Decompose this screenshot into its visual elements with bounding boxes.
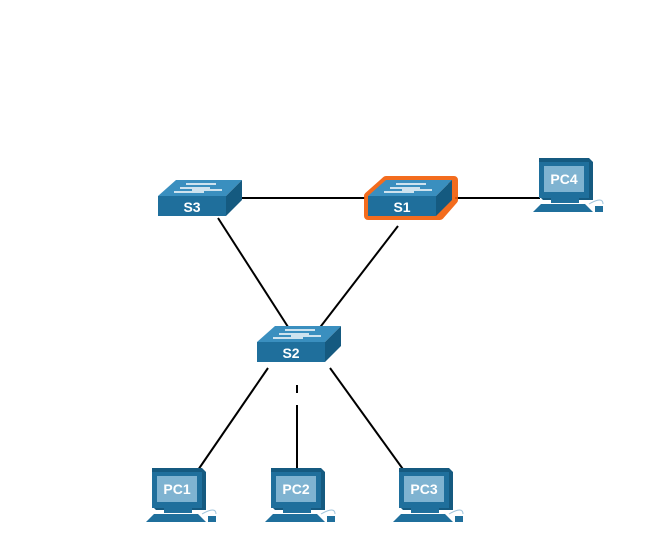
monitor-stand bbox=[411, 508, 439, 513]
mouse-icon bbox=[595, 206, 603, 212]
switch-label: S2 bbox=[282, 345, 299, 361]
keyboard-icon bbox=[265, 514, 325, 522]
monitor-screen bbox=[157, 476, 197, 502]
mouse-cable bbox=[588, 199, 604, 205]
monitor-stand bbox=[164, 508, 192, 513]
link-s1-s2 bbox=[317, 225, 399, 331]
monitor-stand bbox=[551, 198, 579, 203]
switch-arrows-icon bbox=[174, 183, 222, 193]
switch-side bbox=[325, 326, 341, 362]
link-s2-pc3 bbox=[329, 367, 406, 473]
monitor-screen bbox=[404, 476, 444, 502]
switch-front bbox=[257, 342, 325, 362]
monitor-screen bbox=[276, 476, 316, 502]
switch-s1[interactable]: S1 bbox=[364, 176, 458, 220]
mouse-cable bbox=[201, 509, 217, 515]
switch-arrows-icon bbox=[273, 329, 321, 339]
switch-arrows-icon bbox=[384, 183, 432, 193]
pc-label: PC1 bbox=[163, 481, 190, 497]
monitor-screen bbox=[544, 166, 584, 192]
pc-pc3[interactable]: PC3 bbox=[393, 468, 464, 522]
monitor-stand bbox=[283, 508, 311, 513]
mouse-cable bbox=[448, 509, 464, 515]
mouse-cable bbox=[320, 509, 336, 515]
switch-s3[interactable]: S3 bbox=[158, 180, 242, 216]
pc-label: PC3 bbox=[410, 481, 437, 497]
mouse-icon bbox=[208, 516, 216, 522]
switch-front bbox=[368, 196, 436, 216]
switch-side bbox=[436, 180, 452, 216]
mouse-icon bbox=[327, 516, 335, 522]
pc-pc1[interactable]: PC1 bbox=[146, 468, 217, 522]
keyboard-icon bbox=[146, 514, 206, 522]
switch-front bbox=[158, 196, 226, 216]
switch-label: S3 bbox=[183, 199, 200, 215]
switch-side bbox=[226, 180, 242, 216]
link-s2-pc1 bbox=[197, 367, 269, 471]
keyboard-icon bbox=[393, 514, 453, 522]
pc-label: PC4 bbox=[550, 171, 577, 187]
keyboard-icon bbox=[533, 204, 593, 212]
pc-label: PC2 bbox=[282, 481, 309, 497]
switch-label: S1 bbox=[393, 199, 410, 215]
pc-pc2[interactable]: PC2 bbox=[265, 468, 336, 522]
pc-pc4[interactable]: PC4 bbox=[533, 158, 604, 212]
mouse-icon bbox=[455, 516, 463, 522]
link-s3-s2 bbox=[217, 217, 291, 331]
links-layer bbox=[197, 197, 540, 473]
switch-s2[interactable]: S2 bbox=[257, 326, 341, 362]
